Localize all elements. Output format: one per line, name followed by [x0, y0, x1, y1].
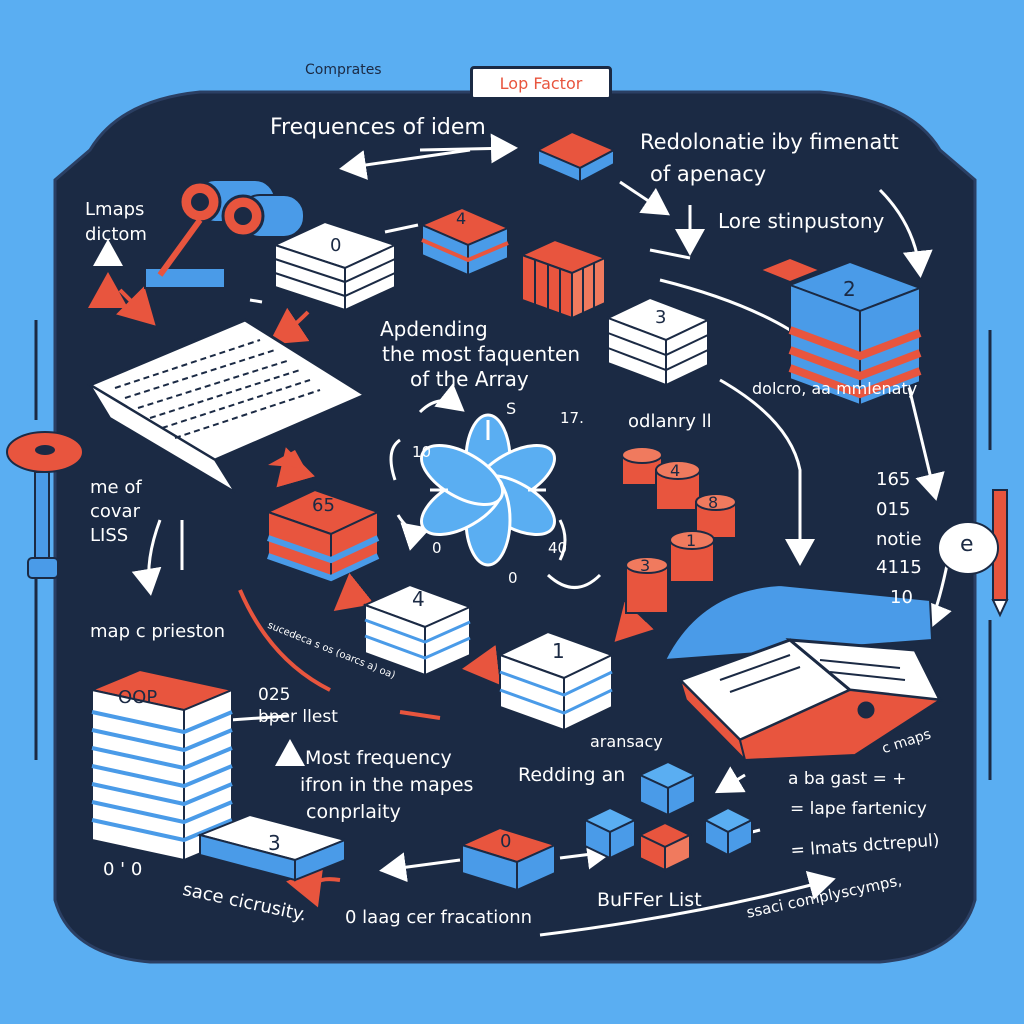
label-dictom: dictom [85, 224, 147, 245]
card-stack-2 [757, 256, 923, 407]
label-num-1: 015 [876, 499, 911, 520]
label-odlanry: odlanry ll [628, 411, 712, 432]
label-num-3: 4115 [876, 557, 922, 578]
card-stack-0 [272, 220, 398, 312]
label-me-of: me of [90, 477, 142, 498]
label-oo: 0 ' 0 [103, 859, 143, 880]
card-stack-4-top [419, 206, 511, 277]
title-box: Lop Factor [470, 66, 612, 100]
label-lore: Lore stinpustony [718, 209, 885, 233]
label-num-2: notie [876, 529, 922, 550]
flower-tick-bottomright: 40 [548, 539, 568, 557]
card-number-4-mid: 4 [412, 587, 425, 611]
flower-tick-bottomleft: 0 [432, 539, 442, 557]
label-of-array: of the Array [410, 367, 529, 391]
label-aba: a ba gast = + [788, 769, 907, 789]
label-most-freq: Most frequency [305, 747, 452, 769]
card-number-0: 0 [330, 235, 342, 256]
card-number-1: 1 [552, 639, 565, 663]
card-stack-0-bottom [459, 826, 558, 892]
label-map-c: map c prieston [90, 621, 226, 642]
big-stack-oop [88, 668, 349, 882]
red-tile-top [535, 130, 617, 184]
label-of-apenacy: of apenacy [650, 162, 767, 186]
label-lmaps: Lmaps [85, 199, 145, 220]
card-stack-4-mid [362, 583, 473, 677]
label-apdending: Apdending [380, 317, 488, 341]
label-num-0: 165 [876, 469, 911, 490]
label-freq-of-idem: Frequences of idem [270, 115, 486, 140]
label-bper-llest: bper llest [258, 707, 338, 727]
card-number-3: 3 [655, 307, 667, 328]
cube-cluster [582, 760, 755, 872]
pencil-icon [937, 489, 1009, 618]
card-stack-3 [605, 296, 711, 387]
document-sheet [86, 318, 369, 493]
card-stack-65 [265, 488, 381, 582]
label-ifron: ifron in the mapes [300, 774, 474, 796]
coin-number-2: 3 [640, 556, 651, 575]
flower-tick-topright: 17. [560, 409, 584, 427]
badge-letter-e: e [960, 532, 974, 557]
left-hub-disc [6, 431, 84, 579]
card-stack-1 [497, 630, 615, 732]
card-number-4-top: 4 [456, 209, 467, 228]
label-buffer-list: BuFFer List [597, 889, 702, 911]
open-book-icon [663, 583, 943, 764]
card-number-2: 2 [843, 277, 856, 301]
coin-number-3: 1 [686, 531, 697, 550]
diagram-title: Lop Factor [499, 73, 583, 93]
flower-tick-top: S [506, 399, 517, 418]
label-redding: Redding an [518, 764, 626, 786]
label-liss: LISS [90, 525, 129, 546]
label-oop: OOP [118, 687, 158, 708]
petal-flower-icon [420, 413, 556, 567]
label-redolonatie: Redolonatie iby fimenatt [640, 130, 899, 154]
coin-number-0: 4 [670, 461, 681, 480]
label-lape: = lape fartenicy [790, 799, 927, 819]
flower-tick-bottom: 0 [508, 569, 518, 587]
label-conprlaity: conprlaity [306, 801, 401, 823]
card-number-65: 65 [312, 495, 335, 516]
corner-label: Comprates [305, 62, 382, 78]
coin-number-1: 8 [708, 493, 719, 512]
coin-stack [621, 446, 737, 614]
flower-tick-left: 10 [412, 443, 432, 461]
roller-machine-icon [144, 179, 305, 289]
label-lagg: 0 laag cer fracationn [345, 907, 533, 928]
brick-block [519, 238, 608, 320]
card-number-0-low: 0 [500, 831, 512, 852]
label-num-4: 10 [890, 587, 913, 608]
card-number-3-low: 3 [268, 831, 281, 855]
label-dolcro: dolcro, aa mmlenaty [752, 379, 918, 398]
label-025: 025 [258, 685, 291, 705]
label-aransacy: aransacy [590, 732, 663, 751]
label-covar: covar [90, 501, 140, 522]
label-the-most: the most faquenten [382, 342, 580, 366]
